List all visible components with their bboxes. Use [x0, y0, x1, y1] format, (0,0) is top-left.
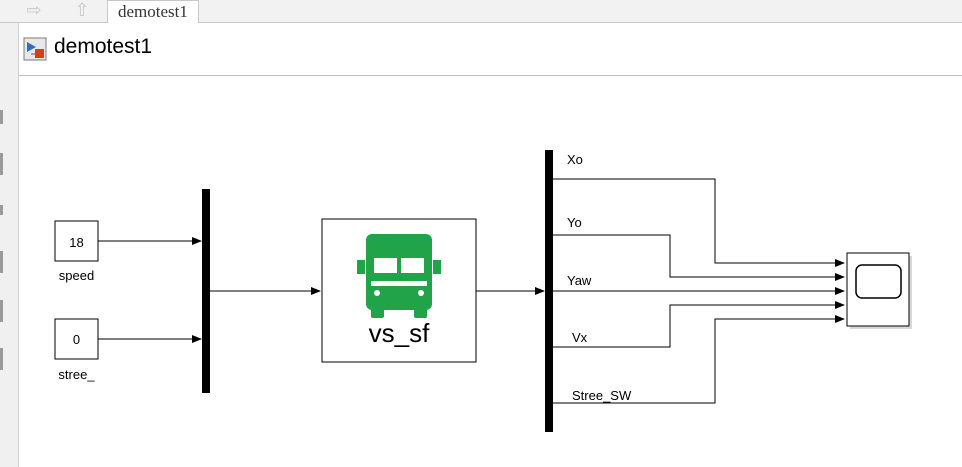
model-canvas[interactable]: 18 speed 0 stree_ vs_sf — [19, 76, 962, 467]
scope-screen-icon — [855, 264, 902, 299]
stree-label: stree_ — [58, 367, 95, 382]
signal-label-vx: Vx — [572, 330, 588, 345]
signal-label-stree-sw: Stree_SW — [572, 388, 632, 403]
simulink-model-icon — [23, 37, 47, 61]
scope-block[interactable] — [846, 252, 912, 329]
breadcrumb-tab-demotest1[interactable]: demotest1 — [107, 0, 199, 23]
vs-sf-block[interactable]: vs_sf — [321, 218, 477, 363]
demux-block[interactable] — [545, 150, 553, 432]
vx-signal-line[interactable] — [553, 301, 845, 348]
strip-marker — [0, 348, 3, 370]
signal-label-yo: Yo — [567, 215, 582, 230]
model-title-bar: demotest1 — [19, 23, 962, 76]
speed-value: 18 — [69, 235, 83, 250]
palette-strip — [0, 23, 19, 467]
stree-sw-signal-line[interactable] — [553, 315, 845, 404]
navigation-bar: ⇨ ⇧ demotest1 — [0, 0, 962, 23]
forward-arrow-icon[interactable]: ⇨ — [26, 0, 42, 21]
truck-icon — [357, 234, 441, 318]
signal-label-yaw: Yaw — [567, 273, 592, 288]
speed-constant-block[interactable]: 18 — [54, 220, 99, 262]
strip-marker — [0, 205, 3, 215]
mux-block[interactable] — [202, 189, 210, 393]
signal-label-xo: Xo — [567, 152, 583, 167]
up-arrow-icon[interactable]: ⇧ — [74, 0, 90, 21]
model-title: demotest1 — [54, 35, 153, 58]
strip-marker — [0, 153, 3, 175]
xo-signal-line[interactable] — [553, 178, 845, 267]
strip-marker — [0, 110, 3, 124]
vs-sf-label: vs_sf — [369, 318, 430, 348]
stree-constant-block[interactable]: 0 — [54, 318, 99, 360]
stree-value: 0 — [73, 332, 80, 347]
strip-marker — [0, 251, 3, 273]
yo-signal-line[interactable] — [553, 234, 845, 281]
strip-marker — [0, 300, 3, 322]
speed-label: speed — [59, 268, 94, 283]
